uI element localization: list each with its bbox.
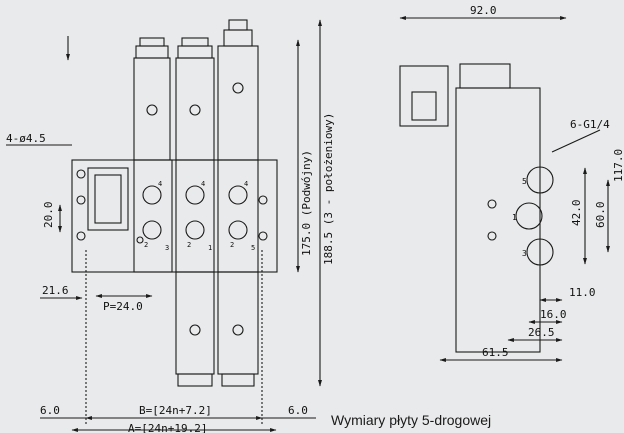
width-label: 92.0 (470, 4, 497, 17)
port-label: 1 (208, 244, 212, 252)
manifold-base (71, 159, 278, 273)
side-valve-body (455, 87, 541, 353)
dim-26-5-label: 26.5 (528, 326, 555, 339)
dim-20-label: 20.0 (42, 202, 55, 229)
dim-6-left-label: 6.0 (40, 404, 60, 417)
dim-60-label: 60.0 (594, 202, 607, 229)
dim-11-label: 11.0 (569, 286, 596, 299)
side-labels: 92.0 6-G1/4 42.0 60.0 117.0 11.0 16.0 26… (470, 4, 624, 359)
valve-3 (217, 19, 259, 387)
valve-1 (133, 37, 173, 273)
dim-b-label: B=[24n+7.2] (139, 404, 212, 417)
port-label: 4 (201, 180, 205, 188)
front-labels: 4-ø4.5 20.0 21.6 P=24.0 175.0 (Podwójny)… (6, 113, 335, 433)
dim-21-6-label: 21.6 (42, 284, 69, 297)
hole-spec-label: 4-ø4.5 (6, 132, 46, 145)
dim-16-label: 16.0 (540, 308, 567, 321)
port-5-circle (526, 166, 554, 194)
height-double-label: 175.0 (Podwójny) (300, 150, 313, 256)
port-label: 2 (230, 241, 234, 249)
dim-6-right-label: 6.0 (288, 404, 308, 417)
side-view (399, 16, 610, 362)
port-label: 5 (251, 244, 255, 252)
height-three-pos-label: 188.5 (3 - położeniowy) (322, 113, 335, 265)
port-label: 4 (244, 180, 248, 188)
port-label: 4 (158, 180, 162, 188)
port-label: 5 (522, 177, 527, 186)
pitch-label: P=24.0 (103, 300, 143, 313)
port-1-circle (515, 202, 543, 230)
port-label: 2 (144, 241, 148, 249)
port-label: 1 (512, 213, 517, 222)
dim-117-label: 117.0 (612, 149, 624, 182)
port-label: 2 (187, 241, 191, 249)
dim-61-5-label: 61.5 (482, 346, 509, 359)
dim-a-label: A=[24n+19.2] (128, 422, 207, 433)
valve-2 (175, 37, 215, 387)
port-spec-label: 6-G1/4 (570, 118, 610, 131)
dim-42-label: 42.0 (570, 200, 583, 227)
front-view (6, 19, 322, 432)
port-label: 3 (165, 244, 169, 252)
figure-caption: Wymiary płyty 5-drogowej (331, 412, 492, 428)
port-3-circle (526, 238, 554, 266)
port-label: 3 (522, 249, 527, 258)
